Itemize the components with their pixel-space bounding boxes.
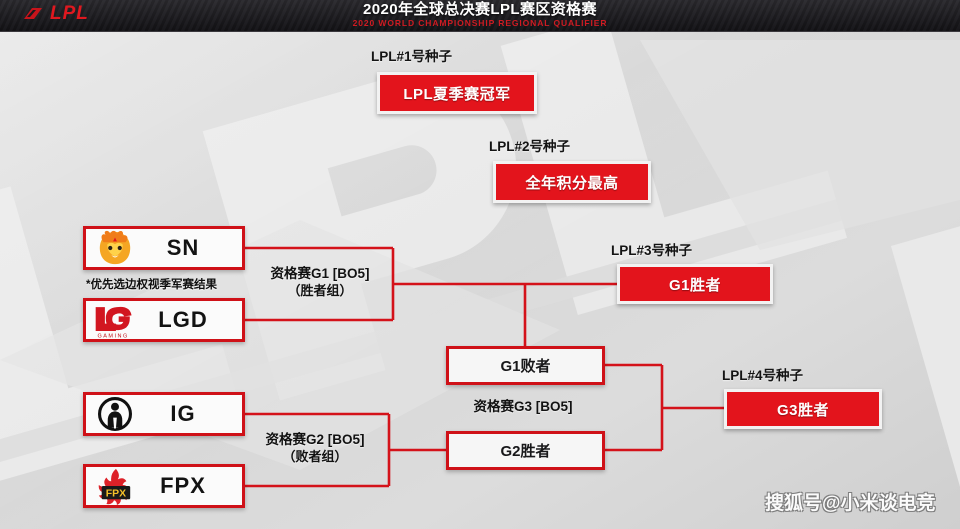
lpl-logo: LPL xyxy=(22,3,89,24)
seed-box-2: 全年积分最高 xyxy=(493,161,651,203)
team-name-lgd: LGD xyxy=(158,307,208,332)
title-bar: LPL 2020年全球总决赛LPL赛区资格赛 2020 WORLD CHAMPI… xyxy=(0,0,960,32)
match-caption-g3: 资格赛G3 [BO5] xyxy=(443,398,603,415)
team-row-fpx: FPX FPX xyxy=(83,464,245,508)
seed-label-4: LPL#4号种子 xyxy=(722,368,804,383)
result-box-g1-loser: G1败者 xyxy=(446,346,605,385)
team-row-sn: SN xyxy=(83,226,245,270)
team-row-ig: IG xyxy=(83,392,245,436)
seed-box-1: LPL夏季赛冠军 xyxy=(377,72,537,114)
header-titles: 2020年全球总决赛LPL赛区资格赛 2020 WORLD CHAMPIONSH… xyxy=(0,1,960,29)
invictus-gaming-logo-icon xyxy=(92,394,138,434)
lpl-logo-icon xyxy=(24,8,42,19)
page-title: 2020年全球总决赛LPL赛区资格赛 xyxy=(363,1,597,18)
page-subtitle: 2020 WORLD CHAMPIONSHIP REGIONAL QUALIFI… xyxy=(352,18,608,28)
team-name-ig: IG xyxy=(170,401,196,426)
match-caption-g1: 资格赛G1 [BO5] （胜者组） xyxy=(248,265,392,299)
result-box-g2-winner: G2胜者 xyxy=(446,431,605,470)
svg-text:FPX: FPX xyxy=(106,488,126,499)
match-bracket-g1: （胜者组） xyxy=(287,283,353,298)
seed-box-4: G3胜者 xyxy=(724,389,882,429)
seed-box-3: G1胜者 xyxy=(617,264,773,304)
match-title-g3: 资格赛G3 [BO5] xyxy=(473,399,573,414)
funplus-phoenix-logo-icon: FPX xyxy=(92,466,138,506)
match-title-g2: 资格赛G2 [BO5] xyxy=(265,432,365,447)
watermark-text: 搜狐号@小米谈电竞 xyxy=(765,493,936,514)
match-caption-g2: 资格赛G2 [BO5] （败者组） xyxy=(240,431,390,465)
svg-text:GAMING: GAMING xyxy=(98,333,129,339)
seed-label-2: LPL#2号种子 xyxy=(489,139,571,154)
suning-lion-logo-icon xyxy=(92,228,138,268)
seed-label-1: LPL#1号种子 xyxy=(371,49,453,64)
side-note: *优先选边权视季军赛结果 xyxy=(86,279,217,291)
lpl-logo-text: LPL xyxy=(50,3,89,24)
seed-label-3: LPL#3号种子 xyxy=(611,243,693,258)
match-title-g1: 资格赛G1 [BO5] xyxy=(270,266,370,281)
team-row-lgd: GAMING LGD xyxy=(83,298,245,342)
team-name-sn: SN xyxy=(166,235,200,260)
team-name-fpx: FPX xyxy=(160,473,206,498)
lgd-gaming-logo-icon: GAMING xyxy=(92,300,138,340)
match-bracket-g2: （败者组） xyxy=(282,449,348,464)
